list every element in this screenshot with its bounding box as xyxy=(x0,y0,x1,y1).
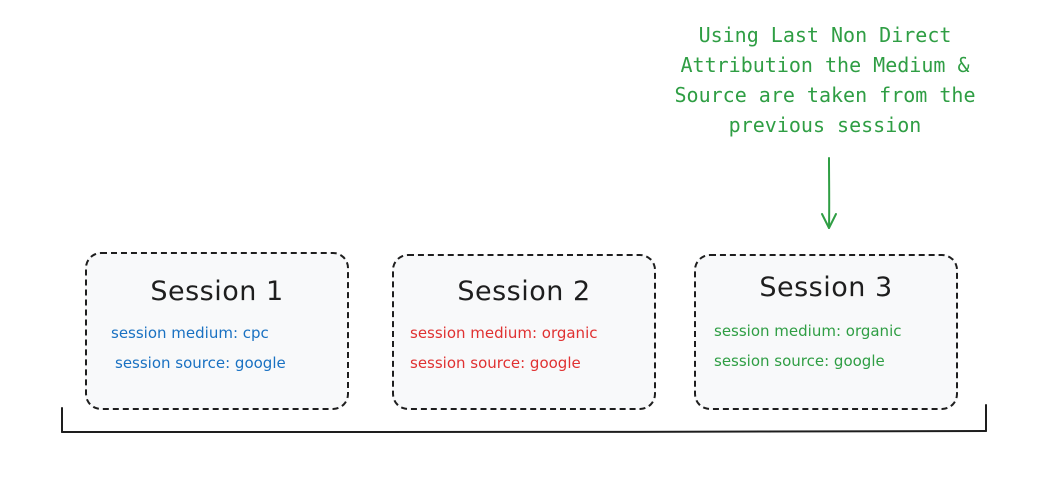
session-title: Session 3 xyxy=(759,272,893,303)
session-source: session source: google xyxy=(714,352,885,370)
arrow-head xyxy=(821,213,837,229)
session-box-2[interactable]: Session 2 session medium: organic sessio… xyxy=(392,254,656,410)
session-box-3[interactable]: Session 3 session medium: organic sessio… xyxy=(694,254,958,410)
session-title: Session 1 xyxy=(150,276,284,307)
session-source: session source: google xyxy=(115,354,286,372)
session-medium: session medium: cpc xyxy=(111,324,269,342)
session-box-1[interactable]: Session 1 session medium: cpc session so… xyxy=(85,252,349,410)
session-medium: session medium: organic xyxy=(410,324,598,342)
session-source: session source: google xyxy=(410,354,581,372)
timeline-baseline xyxy=(61,430,987,433)
down-arrow-icon xyxy=(821,157,837,229)
session-title: Session 2 xyxy=(457,276,591,307)
attribution-annotation: Using Last Non Direct Attribution the Me… xyxy=(674,23,976,137)
session-medium: session medium: organic xyxy=(714,322,902,340)
